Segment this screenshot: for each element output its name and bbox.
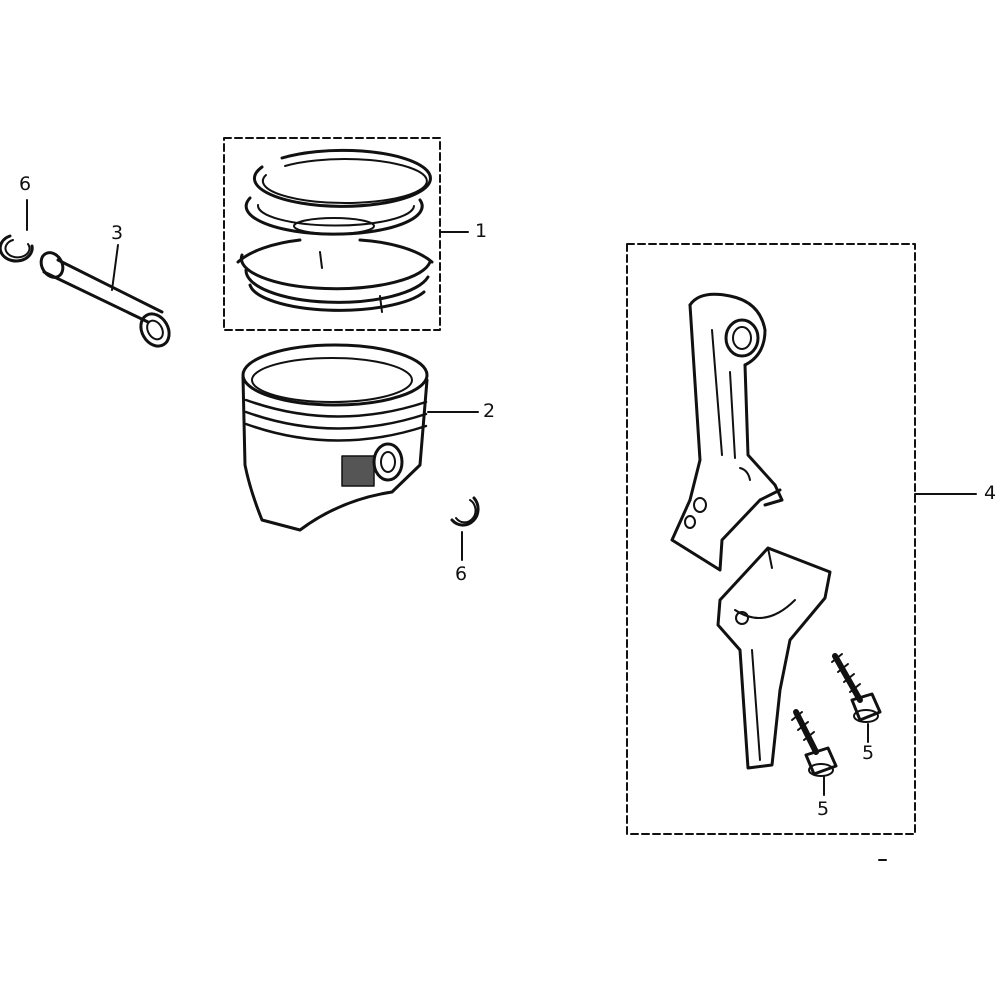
pin-clip-left [0, 234, 34, 263]
piston-ring-set [236, 148, 434, 313]
pin-clip-right [450, 496, 480, 527]
connecting-rod-assembly-box [626, 243, 916, 835]
callout-piston-pin: 3 [111, 222, 124, 244]
piston [241, 343, 429, 532]
callout-pin-clip-left: 6 [19, 173, 32, 195]
leader-piston-pin [111, 244, 119, 291]
callout-rod-bolt-rear: 5 [862, 742, 875, 764]
rod-cap [716, 546, 832, 770]
callout-pin-clip-right: 6 [455, 563, 468, 585]
callout-rod-bolt-front: 5 [817, 798, 830, 820]
callout-piston-ring-set: 1 [475, 220, 488, 242]
callout-connecting-rod-assembly: 4 [984, 482, 997, 504]
piston-ring-set-box [223, 137, 441, 331]
callout-piston: 2 [483, 400, 496, 422]
rod-bolt-rear [831, 653, 882, 723]
rod-bolt-front [791, 709, 838, 777]
piston-pin [39, 251, 171, 348]
connecting-rod [670, 292, 784, 572]
